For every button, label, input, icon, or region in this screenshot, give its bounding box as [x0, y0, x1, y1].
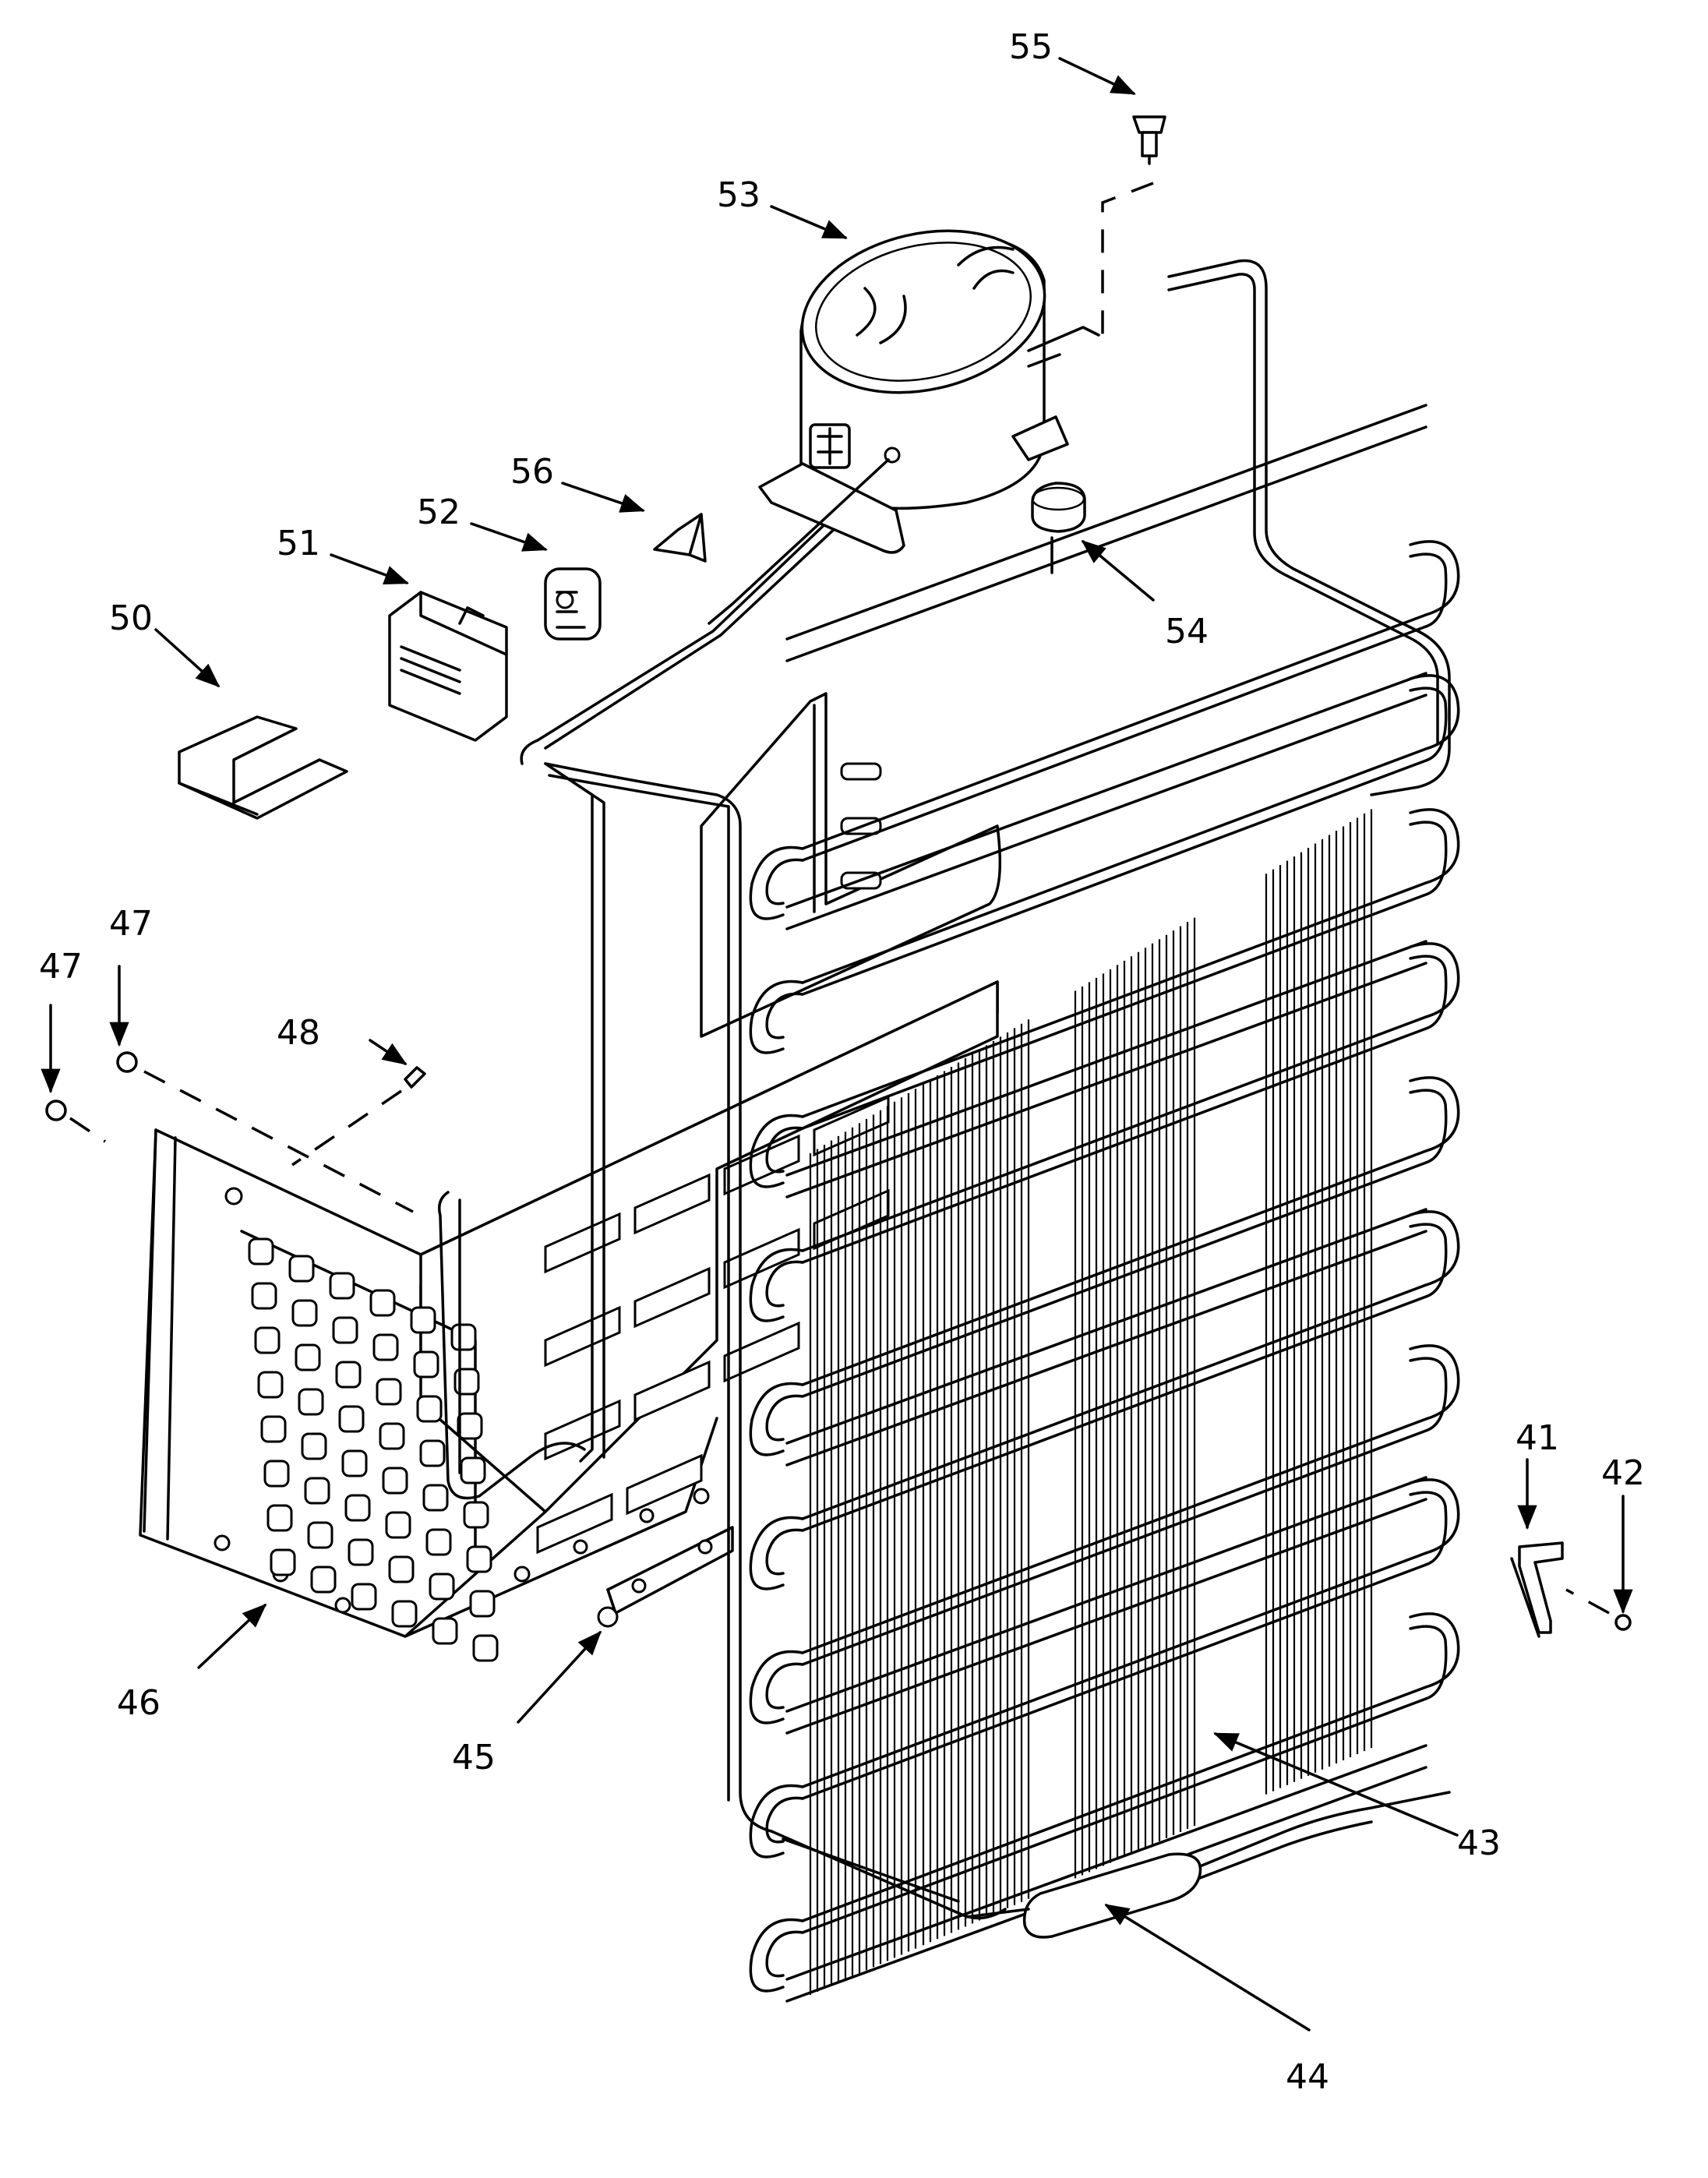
- leader-arrows: [41, 57, 1633, 2032]
- condenser-wire-grid: [809, 809, 1373, 1995]
- label-41: 41: [1516, 1418, 1559, 1458]
- mounting-bolt: [1101, 115, 1166, 335]
- tray-hole: [288, 1255, 315, 1283]
- panel-slot: [723, 1227, 800, 1290]
- tray-hole: [329, 1272, 355, 1300]
- tray-hole: [248, 1237, 274, 1265]
- tray-hole: [460, 1456, 486, 1484]
- label-43: 43: [1457, 1823, 1501, 1863]
- tray-hole: [372, 1333, 399, 1361]
- label-53: 53: [717, 175, 760, 215]
- rear-bracket-panel: [700, 692, 1002, 1038]
- label-47-left: 47: [39, 947, 83, 987]
- tray-hole: [310, 1566, 337, 1594]
- label-47-right: 47: [109, 904, 153, 944]
- tray-hole: [472, 1634, 499, 1662]
- tray-hole: [413, 1350, 439, 1378]
- label-52: 52: [417, 492, 461, 532]
- label-42: 42: [1601, 1453, 1645, 1493]
- panel-slot: [633, 1360, 711, 1422]
- panel-slot: [723, 1134, 800, 1196]
- panel-slot: [633, 1266, 711, 1329]
- tray-hole: [254, 1326, 281, 1354]
- tray-hole: [410, 1306, 436, 1334]
- tray-hole: [307, 1521, 333, 1549]
- screw-47-right: [116, 1051, 414, 1213]
- label-45: 45: [452, 1738, 496, 1777]
- tray-hole: [263, 1460, 290, 1488]
- tray-hole: [457, 1412, 483, 1440]
- compressor: [708, 229, 1100, 625]
- panel-slot: [723, 1321, 800, 1383]
- retaining-clip: [178, 715, 348, 820]
- tray-hole: [379, 1422, 405, 1450]
- tray-hole: [429, 1573, 455, 1601]
- tray-hole: [385, 1511, 411, 1539]
- tray-hole: [422, 1484, 449, 1512]
- tray-hole: [338, 1405, 365, 1433]
- tray-hole: [257, 1371, 284, 1399]
- tray-hole: [251, 1282, 277, 1310]
- tray-hole: [450, 1323, 477, 1351]
- panel-slot: [633, 1173, 711, 1235]
- tray-hole: [298, 1388, 324, 1416]
- tray-hole: [388, 1555, 415, 1583]
- tray-hole: [469, 1590, 496, 1618]
- tray-hole: [432, 1617, 458, 1645]
- tray-hole: [416, 1395, 443, 1423]
- label-51: 51: [277, 524, 320, 563]
- screw-42: [1565, 1588, 1632, 1631]
- screw-48: [291, 1066, 426, 1167]
- panel-slot: [536, 1492, 613, 1555]
- tray-hole: [376, 1378, 402, 1406]
- terminal-cover: [653, 513, 707, 563]
- tray-perforations: [248, 1237, 499, 1662]
- panel-slot: [544, 1305, 621, 1368]
- tray-hole: [466, 1545, 492, 1573]
- tray-hole: [369, 1289, 396, 1317]
- label-56: 56: [510, 452, 554, 492]
- tray-hole: [335, 1361, 362, 1389]
- tray-hole: [266, 1504, 293, 1532]
- tray-hole: [332, 1316, 358, 1344]
- condenser-coil: [749, 404, 1460, 2003]
- bracket-plate: [573, 1508, 734, 1628]
- tray-hole: [382, 1467, 408, 1495]
- tray-hole: [295, 1343, 321, 1371]
- tray-hole: [270, 1548, 296, 1576]
- label-55: 55: [1009, 27, 1053, 67]
- tray-hole: [351, 1583, 377, 1611]
- terminal-box: [388, 591, 508, 742]
- tray-hole: [425, 1528, 452, 1556]
- panel-slots: [536, 1095, 890, 1555]
- panel-slot: [626, 1453, 703, 1516]
- tray-hole: [301, 1432, 327, 1460]
- label-44: 44: [1286, 2057, 1329, 2097]
- filter-drier: [965, 1791, 1451, 1939]
- tray-hole: [463, 1501, 489, 1529]
- refrigerant-tubing: [438, 259, 1451, 1920]
- tray-hole: [344, 1494, 371, 1522]
- label-54: 54: [1165, 612, 1209, 651]
- tray-hole: [391, 1600, 418, 1628]
- tray-hole: [419, 1439, 446, 1467]
- tube-clip: [1510, 1541, 1564, 1638]
- screw-47-left: [45, 1100, 106, 1143]
- panel-slot: [813, 1188, 890, 1251]
- panel-slot: [544, 1212, 621, 1274]
- tray-hole: [304, 1477, 330, 1505]
- tray-hole: [291, 1299, 318, 1327]
- tray-hole: [341, 1449, 368, 1477]
- rubber-grommet: [1031, 482, 1086, 574]
- tray-hole: [348, 1538, 374, 1566]
- label-50: 50: [109, 598, 153, 638]
- start-relay: [544, 567, 602, 641]
- tray-hole: [260, 1415, 287, 1443]
- label-48: 48: [277, 1013, 320, 1053]
- label-46: 46: [117, 1683, 161, 1723]
